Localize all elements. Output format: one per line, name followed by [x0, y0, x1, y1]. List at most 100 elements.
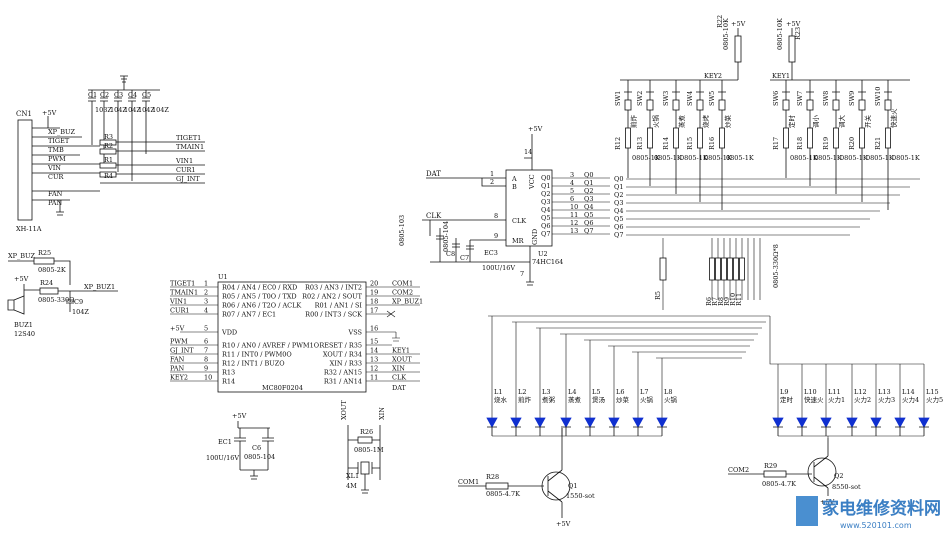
q2-plus5: +5V — [820, 498, 835, 506]
mcu-right-pinnum: 17 — [370, 307, 378, 315]
mcu-left-pinname: R14 — [222, 378, 235, 386]
c6-ref: C6 — [252, 444, 261, 452]
switch-res-ref: R15 — [686, 137, 694, 150]
qbus-net: Q0 — [614, 175, 623, 183]
rbank-val: 0805-330Ω*8 — [772, 244, 780, 288]
led-ref: L11 — [828, 388, 841, 396]
rbank-resistor — [721, 257, 727, 281]
u2-q-pin: Q2 — [541, 190, 550, 198]
q1-ref: Q1 — [568, 482, 577, 490]
mcu-left-net: PWM — [170, 338, 188, 346]
u2-q-pinnum: 5 — [570, 187, 574, 195]
u2-pinnum-2: 2 — [490, 178, 494, 186]
c7-val: 0805-104 — [442, 221, 450, 252]
u2-pinnum-8: 8 — [494, 212, 498, 220]
led-label: 火力2 — [854, 395, 871, 404]
led-diode — [486, 417, 498, 428]
mcu-right-net: KEY1 — [392, 347, 410, 355]
led-label: 烧水 — [494, 395, 508, 404]
rbank-resistor — [733, 257, 739, 281]
u2-plus5: +5V — [528, 125, 543, 133]
u1-ref: U1 — [218, 273, 228, 281]
switch-ref: SW3 — [662, 91, 670, 106]
r22-plus5: +5V — [731, 20, 746, 28]
rbank-ref: R11 — [735, 293, 743, 306]
u2-q-net: Q3 — [584, 195, 593, 203]
cn1-part: XH-11A — [16, 225, 42, 233]
r22-val: 0805-10K — [722, 18, 730, 50]
mcu-right-net: XOUT — [392, 356, 412, 364]
mcu-right-pinnum: 14 — [370, 347, 378, 355]
switch-ref: SW9 — [848, 91, 856, 106]
u2-pin-b: B — [512, 183, 517, 191]
switch-label: 快速火 — [889, 108, 898, 128]
switch-res-val: 0805-1K — [726, 154, 754, 162]
led-ref: L9 — [780, 388, 788, 396]
led-diode — [656, 417, 668, 428]
mcu-u1: U1 MC80F0204 — [170, 273, 420, 393]
switch-resistor — [625, 127, 631, 149]
led-diode — [632, 417, 644, 428]
switch-res-val: 0805-1K — [704, 154, 732, 162]
com2-label: COM2 — [728, 466, 749, 474]
switch-res-ref: R17 — [772, 137, 780, 150]
led-diode — [584, 417, 596, 428]
led-diode — [894, 417, 906, 428]
cn1-pin-xpbuz: XP_BUZ — [48, 128, 76, 136]
switch-body — [858, 99, 866, 111]
cn1-pin-pwm: PWM — [48, 155, 66, 163]
mcu-left-pinnum: 8 — [204, 356, 208, 364]
mcu-right-net: COM1 — [392, 280, 413, 288]
cap-c5-val: 104Z — [152, 106, 169, 114]
r26-val: 0805-1M — [354, 446, 384, 454]
r23-val: 0805-10K — [776, 18, 784, 50]
r4-ref: R4 — [104, 172, 113, 180]
mcu-right-net: XP_BUZ1 — [392, 298, 423, 306]
switch-resistor — [647, 127, 653, 149]
buz-net-out: XP_BUZ1 — [84, 283, 115, 291]
mcu-left-net: PAN — [170, 365, 184, 373]
led-ref: L14 — [902, 388, 915, 396]
u2-pin-clk: CLK — [512, 217, 526, 225]
led-ref: L2 — [518, 388, 526, 396]
mcu-left-net: KEY2 — [170, 374, 188, 382]
qbus-net: Q3 — [614, 199, 623, 207]
led-label: 煎炸 — [518, 395, 532, 404]
net-vin1: VIN1 — [175, 157, 193, 165]
mcu-left-net: CUR1 — [170, 307, 189, 315]
mcu-left-net: FAN — [170, 356, 185, 364]
mcu-right-pinname: R01 / AN1 / SI — [315, 302, 363, 310]
mcu-right-net: DAT — [392, 384, 407, 392]
mcu-left-net: GJ_INT — [170, 347, 194, 355]
mcu-right-pinnum: 16 — [370, 325, 378, 333]
connector-cn1: CN1 XH-11A +5V XP_BUZ TIGET TMB PWM VIN … — [16, 109, 100, 233]
mcu-right-pinnum: 19 — [370, 289, 378, 297]
u2-q-net: Q2 — [584, 187, 593, 195]
led-diode — [510, 417, 522, 428]
switch-resistor — [697, 127, 703, 149]
switch-contact — [806, 80, 814, 100]
power-ec1-c6: +5V EC1 100U/16V C6 0805-104 — [206, 412, 275, 480]
led-diode — [772, 417, 784, 428]
mcu-left-pinname: R07 / AN7 / EC1 — [222, 311, 276, 319]
cap-c5-ref: C5 — [142, 91, 151, 99]
switch-pullups: +5V 0805-10K R22 KEY2 +5V 0805-10K R23 K… — [620, 15, 910, 81]
mcu-left-pinnum: 6 — [204, 338, 208, 346]
xl1-ref: XL1 — [346, 472, 359, 480]
switch-resistor — [807, 127, 813, 149]
switch-resistor — [833, 127, 839, 149]
r26-ref: R26 — [360, 428, 373, 436]
mcu-right-pinname: R00 / INT3 / SCK — [305, 311, 362, 319]
led-label: 火力3 — [878, 395, 895, 404]
mcu-left-net: +5V — [170, 325, 185, 333]
qbus-net: Q7 — [614, 231, 623, 239]
r24-val: 0805-330Ω — [38, 296, 75, 304]
rbank-resistor — [727, 257, 733, 281]
led-ref: L8 — [664, 388, 672, 396]
qbus-net: Q6 — [614, 223, 623, 231]
rbank-ref: R10 — [729, 293, 737, 306]
switch-contact — [696, 80, 704, 100]
u2-ref: U2 — [538, 250, 548, 258]
